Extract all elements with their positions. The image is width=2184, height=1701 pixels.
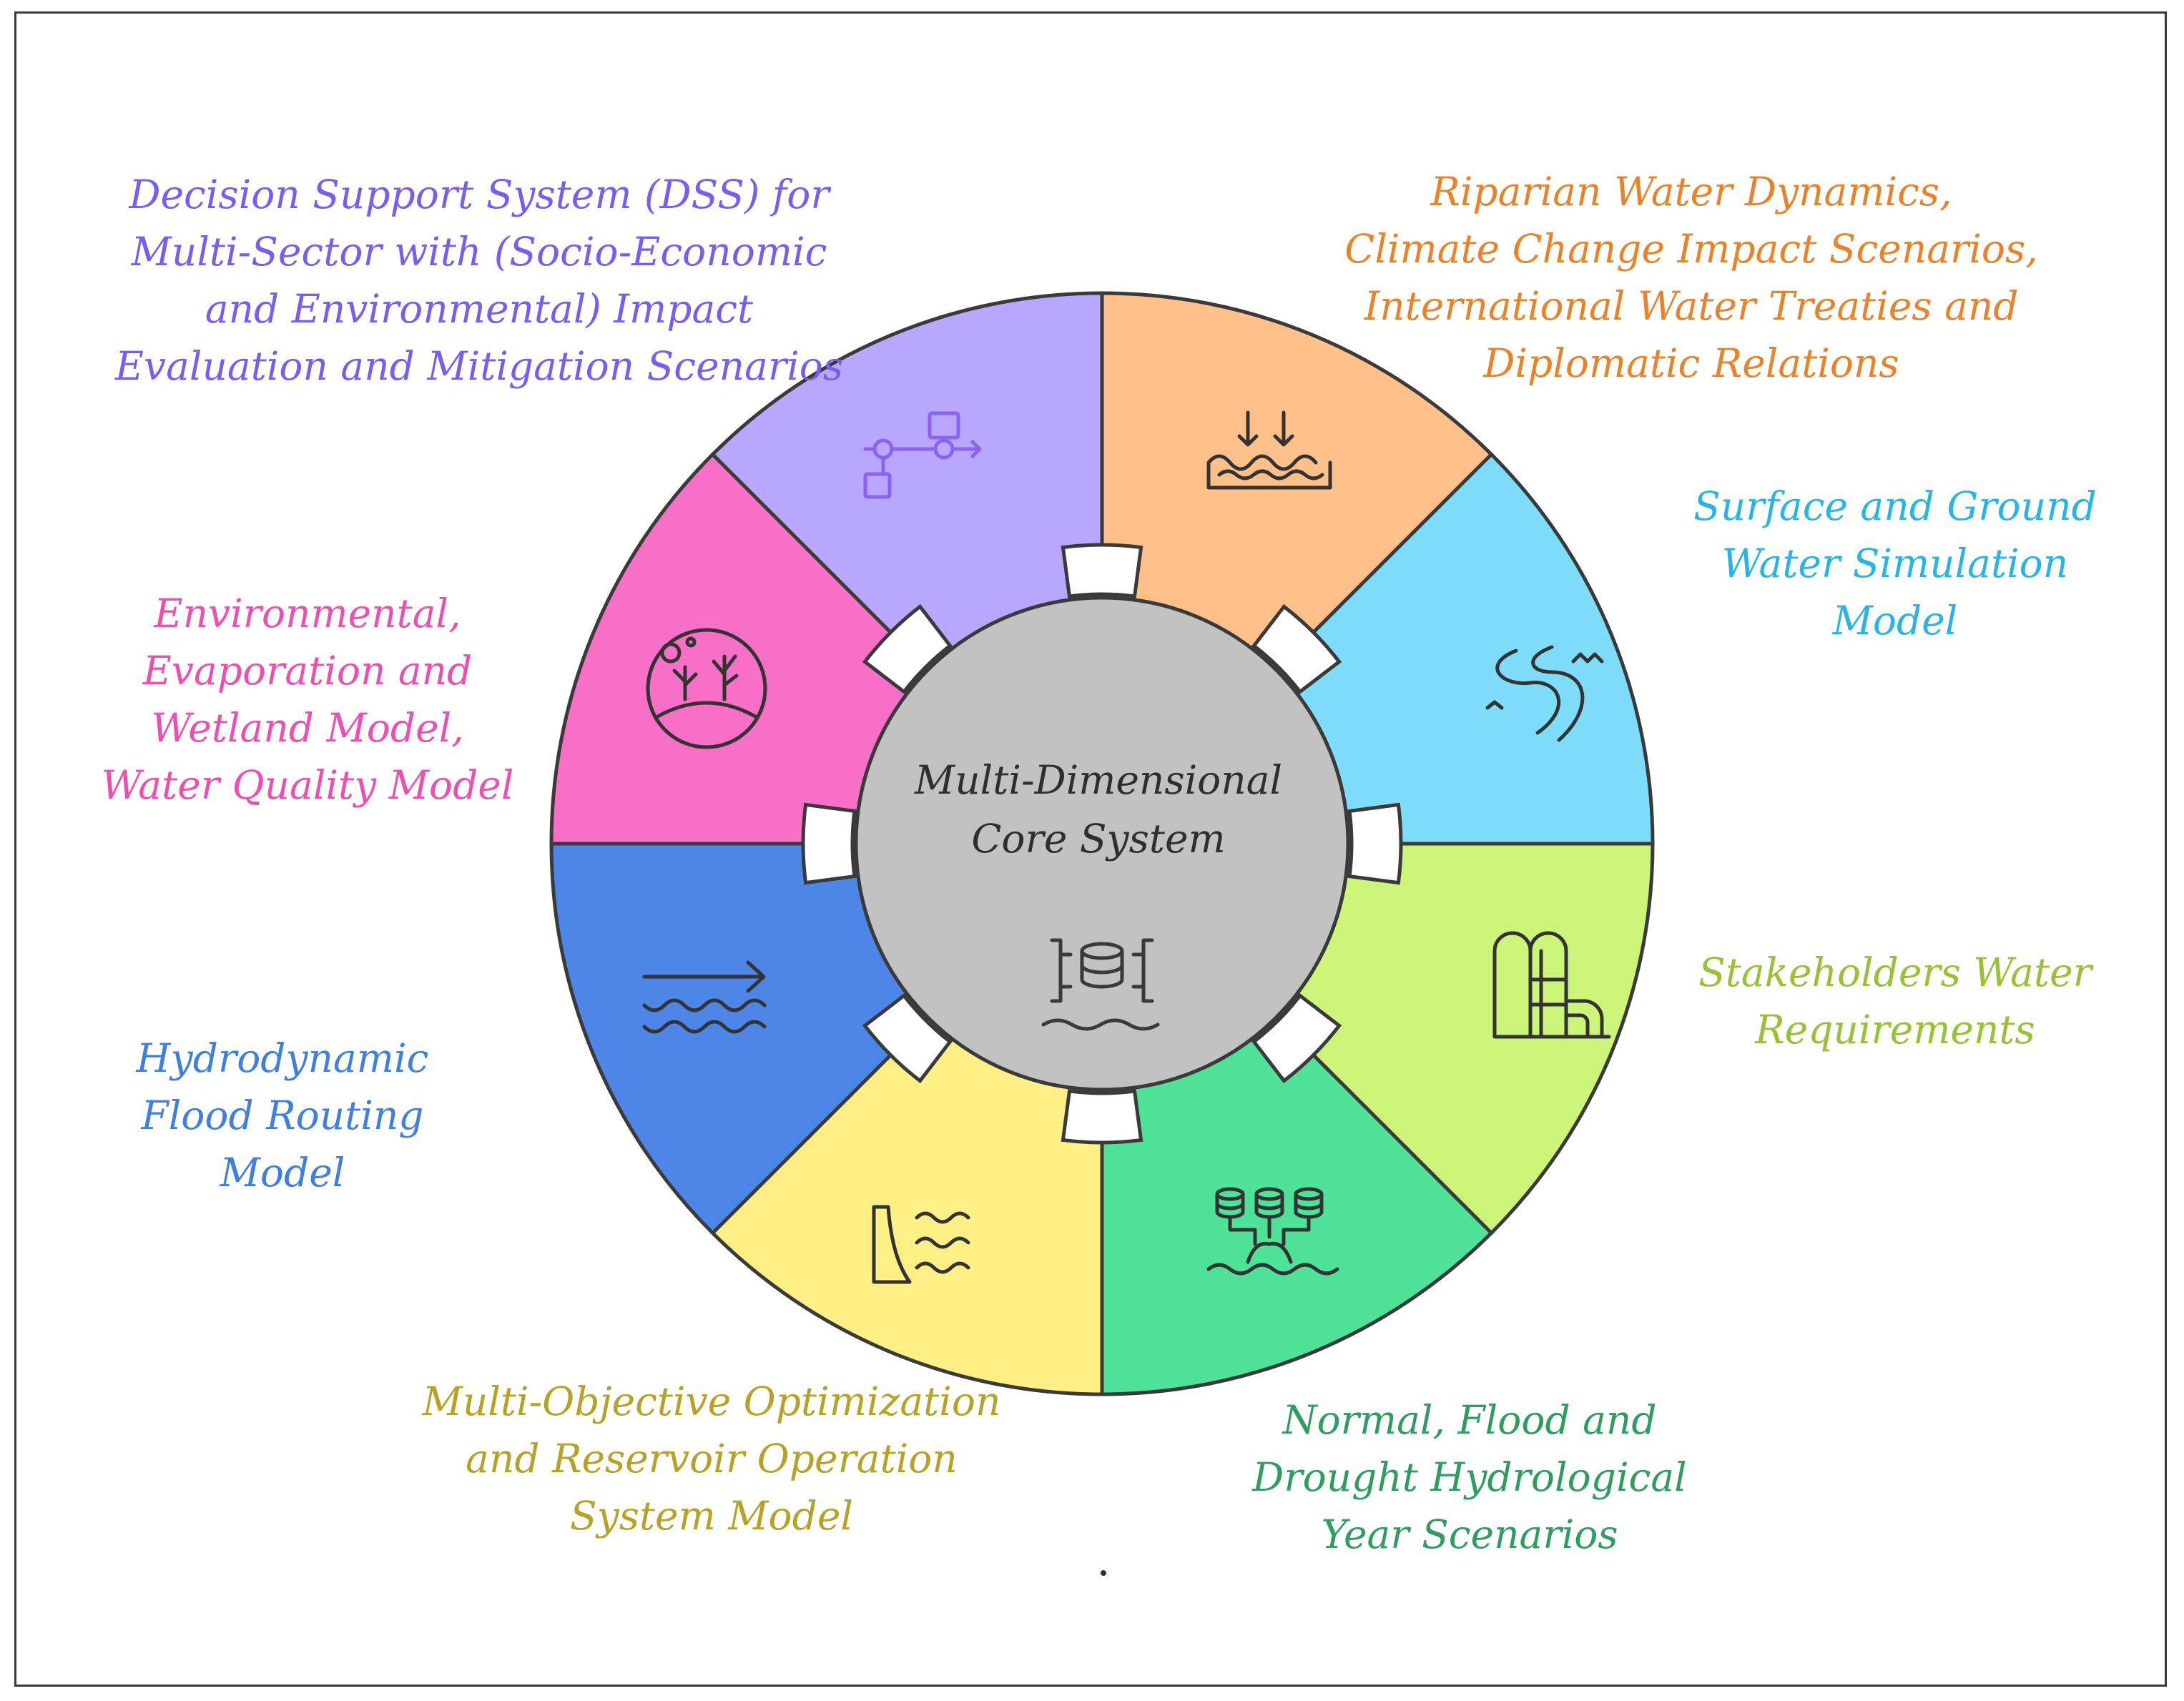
segment-label-environmental: Environmental, Evaporation and Wetland M…	[101, 591, 514, 808]
notch	[1061, 1089, 1143, 1145]
notches-layer	[801, 543, 1403, 1145]
data-flood-icon	[1206, 1187, 1339, 1276]
river-icon	[1485, 645, 1604, 742]
water-inflow-icon	[1206, 410, 1332, 490]
segments-layer	[549, 291, 1655, 1396]
notch	[801, 802, 857, 885]
notch	[1347, 802, 1403, 885]
segment-label-riparian: Riparian Water Dynamics, Climate Change …	[1344, 169, 2038, 386]
segment-label-drought: Normal, Flood and Drought Hydrological Y…	[1252, 1397, 1687, 1557]
water-tower-icon	[1492, 931, 1611, 1039]
figure-frame	[14, 11, 2167, 1687]
notch	[1061, 543, 1143, 598]
segment-label-flood: Hydrodynamic Flood Routing Model	[136, 1035, 429, 1195]
database-water-icon	[1041, 938, 1160, 1031]
water-flow-icon	[642, 960, 767, 1034]
segment-label-stakeholders: Stakeholders Water Requirements	[1698, 950, 2092, 1052]
core-circle	[854, 596, 1350, 1092]
notch	[1251, 992, 1342, 1084]
notch	[1251, 603, 1342, 695]
segment-label-optimization: Multi-Objective Optimization and Reservo…	[422, 1379, 1001, 1539]
stray-dot	[1101, 1570, 1106, 1576]
core-title: Multi-Dimensional Core System	[914, 757, 1283, 862]
segment-label-surface: Surface and Ground Water Simulation Mode…	[1693, 483, 2097, 644]
wetland-icon	[646, 628, 767, 749]
notch	[862, 992, 953, 1084]
notch	[862, 603, 953, 695]
dam-icon	[872, 1205, 970, 1284]
segment-label-dss: Decision Support System (DSS) for Multi-…	[114, 172, 844, 389]
flowchart-icon	[863, 411, 982, 499]
